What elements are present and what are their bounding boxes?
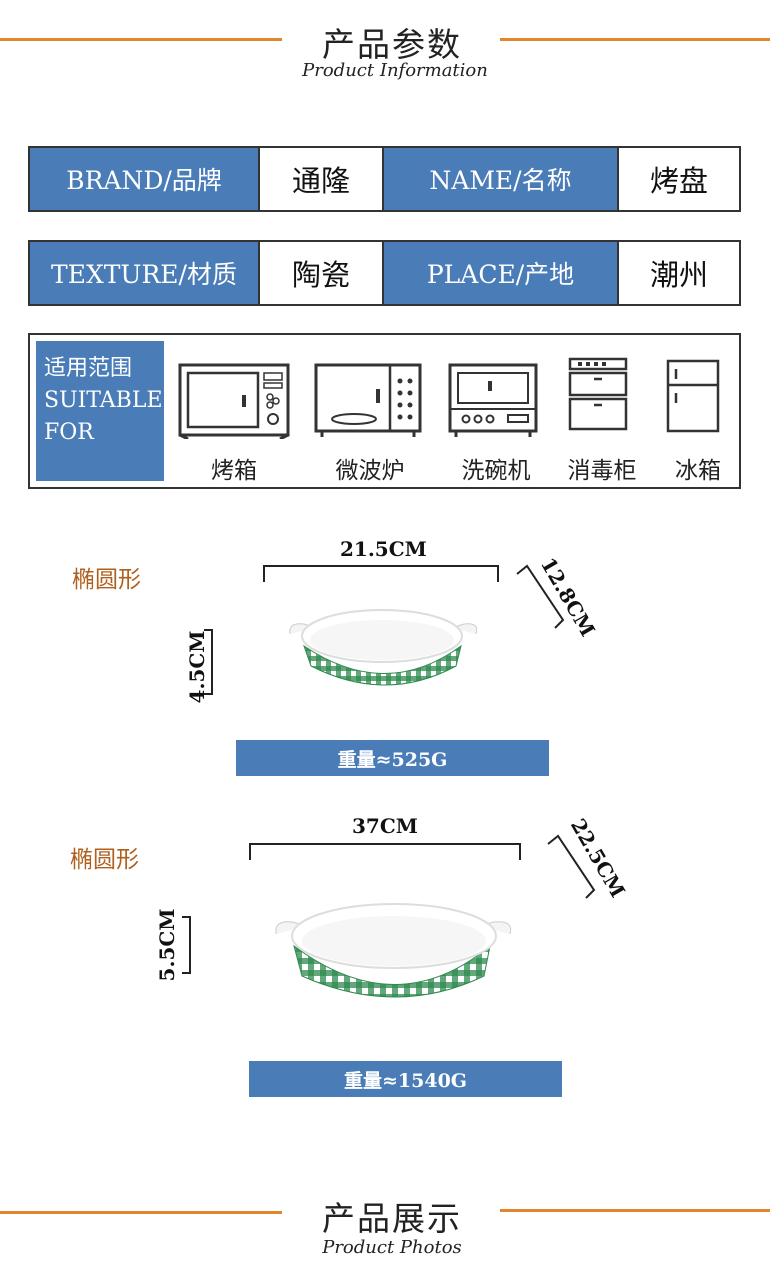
product-2-width-bracket — [547, 834, 596, 899]
appliance-microwave-label: 微波炉 — [335, 458, 405, 484]
appliance-oven-label: 烤箱 — [211, 458, 257, 484]
appliance-refrigerator-label: 冰箱 — [675, 458, 721, 484]
product-2-height: 5.5CM — [155, 908, 179, 982]
appliance-dishwasher: 洗碗机 — [436, 335, 556, 487]
name-label: NAME/名称 — [384, 148, 617, 210]
product-1-weight: 重量≈525G — [236, 740, 549, 776]
dishwasher-icon — [448, 363, 538, 437]
product-1-dish-image — [289, 609, 478, 686]
product-1-width-bracket — [516, 564, 565, 629]
header2-line-left — [0, 1211, 282, 1214]
header-line-right — [500, 38, 770, 41]
name-value: 烤盘 — [617, 148, 739, 210]
sterilizer-cabinet-icon — [568, 357, 628, 431]
place-label: PLACE/产地 — [384, 242, 617, 304]
product-1-shape: 椭圆形 — [72, 567, 141, 593]
section-subtitle-info: Product Information — [302, 60, 488, 81]
suitable-label-cn: 适用范围 — [44, 356, 133, 381]
suitable-label-en1: SUITABLE — [44, 388, 163, 413]
appliance-refrigerator: 冰箱 — [638, 335, 758, 487]
product-1-height: 4.5CM — [185, 630, 209, 704]
brand-value: 通隆 — [258, 148, 384, 210]
refrigerator-icon — [666, 359, 720, 433]
appliance-sterilizer: 消毒柜 — [542, 335, 662, 487]
appliance-microwave: 微波炉 — [310, 335, 430, 487]
microwave-icon — [314, 363, 422, 437]
param-row-2: TEXTURE/材质 陶瓷 PLACE/产地 潮州 — [28, 240, 741, 306]
suitable-label-en2: FOR — [44, 420, 94, 445]
header-line-left — [0, 38, 282, 41]
texture-label: TEXTURE/材质 — [30, 242, 258, 304]
section-subtitle-photos: Product Photos — [322, 1237, 462, 1258]
appliance-sterilizer-label: 消毒柜 — [567, 458, 637, 484]
appliance-dishwasher-label: 洗碗机 — [461, 458, 531, 484]
product-1-height-bracket — [204, 629, 213, 695]
texture-value: 陶瓷 — [258, 242, 384, 304]
param-row-1: BRAND/品牌 通隆 NAME/名称 烤盘 — [28, 146, 741, 212]
section-title-photos: 产品展示 — [322, 1199, 462, 1238]
appliance-oven: 烤箱 — [174, 335, 294, 487]
brand-label: BRAND/品牌 — [30, 148, 258, 210]
product-2-length: 37CM — [352, 814, 418, 838]
product-2-height-bracket — [182, 916, 191, 974]
product-1-length: 21.5CM — [340, 537, 427, 561]
suitable-for-box: 适用范围 SUITABLE FOR 烤箱 — [28, 333, 741, 489]
place-value: 潮州 — [617, 242, 739, 304]
product-2-shape: 椭圆形 — [70, 847, 139, 873]
header2-line-right — [500, 1209, 770, 1212]
product-2-dish-image — [275, 903, 512, 998]
section-title-info: 产品参数 — [322, 25, 462, 64]
product-1-length-bracket — [263, 565, 499, 582]
suitable-label: 适用范围 SUITABLE FOR — [36, 341, 164, 481]
oven-icon — [178, 363, 290, 439]
product-2-length-bracket — [249, 843, 521, 860]
product-2-weight: 重量≈1540G — [249, 1061, 562, 1097]
